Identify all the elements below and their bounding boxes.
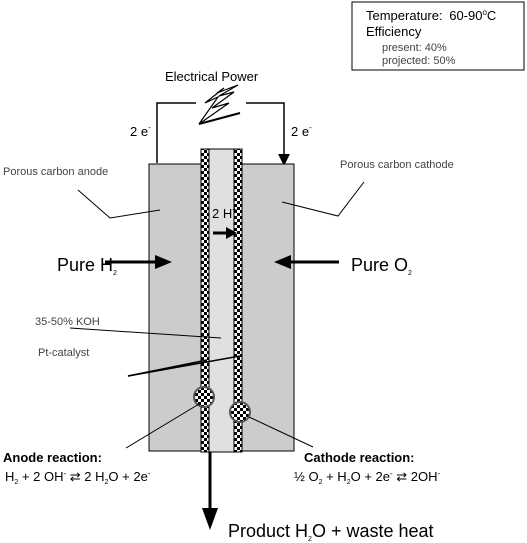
cathode-reaction-title: Cathode reaction:: [304, 450, 415, 465]
info-box: Temperature: 60-90oC Efficiency present:…: [351, 1, 525, 71]
catalyst-layer-cathode: [233, 148, 243, 453]
cathode-leader: [281, 181, 365, 217]
catalyst-leader-2: [127, 355, 241, 377]
h2-input-arrow-icon: [105, 255, 172, 269]
ion-flow-arrow-icon: [213, 227, 237, 239]
external-circuit: [156, 102, 290, 166]
efficiency-projected: projected: 50%: [382, 55, 456, 67]
efficiency-label: Efficiency: [366, 24, 422, 39]
ion-flow-label: 2 H+: [212, 205, 237, 221]
load-zigzag-icon: [198, 84, 241, 125]
electron-label-left: 2 e-: [130, 123, 151, 139]
electrolyte-layer: [208, 148, 235, 453]
h2-input-label: Pure H2: [57, 255, 117, 277]
cathode-reaction-equation: ½ O2 + H2O + 2e- ⇄ 2OH-: [294, 469, 441, 486]
temperature-text: Temperature: 60-90oC: [366, 8, 496, 23]
electrical-power-label: Electrical Power: [165, 69, 259, 84]
efficiency-present: present: 40%: [382, 42, 447, 54]
anode-reaction-equation: H2 + 2 OH- ⇄ 2 H2O + 2e-: [5, 469, 151, 486]
anode-leader: [77, 189, 161, 219]
product-label: Product H2O + waste heat: [228, 521, 434, 543]
koh-leader: [69, 327, 222, 339]
catalyst-label: Pt-catalyst: [38, 347, 89, 359]
catalyst-detail-anode: [193, 386, 215, 408]
anode-reaction-title: Anode reaction:: [3, 450, 102, 465]
cathode-electrode: [241, 163, 295, 452]
koh-label: 35-50% KOH: [35, 316, 100, 328]
electron-label-right: 2 e-: [291, 123, 312, 139]
catalyst-layer-anode: [200, 148, 210, 453]
cathode-label: Porous carbon cathode: [340, 159, 454, 171]
catalyst-detail-cathode: [229, 401, 251, 423]
o2-input-arrow-icon: [274, 255, 339, 269]
cathode-reaction-leader: [248, 416, 314, 448]
anode-reaction-leader: [125, 403, 200, 449]
o2-input-label: Pure O2: [351, 255, 412, 277]
anode-label: Porous carbon anode: [3, 166, 108, 178]
product-arrow-icon: [202, 452, 218, 530]
